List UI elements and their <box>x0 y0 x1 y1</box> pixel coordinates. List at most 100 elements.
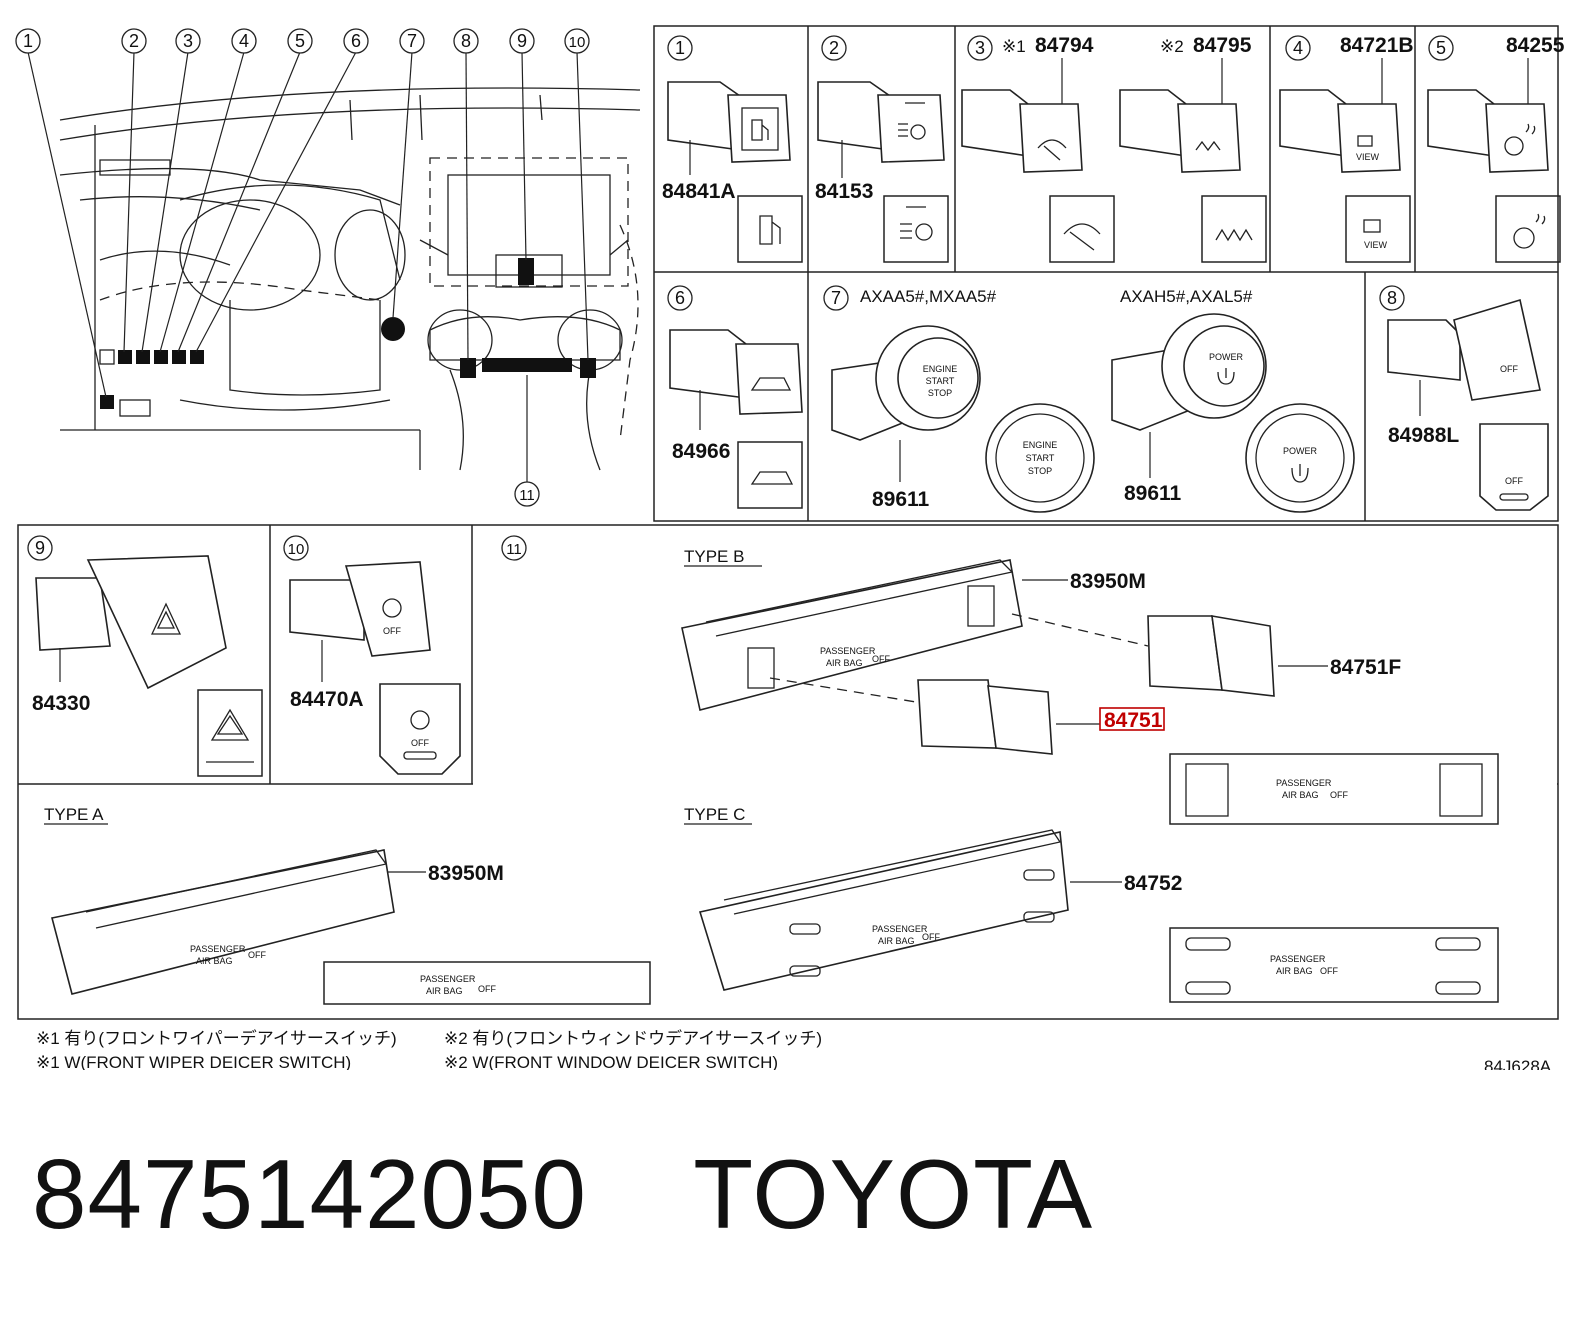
svg-text:OFF: OFF <box>872 654 890 664</box>
part-83950M-type-a[interactable]: 83950M <box>428 862 504 885</box>
svg-text:OFF: OFF <box>1505 476 1523 486</box>
svg-text:AXAA5#,MXAA5#: AXAA5#,MXAA5# <box>860 287 997 306</box>
svg-text:5: 5 <box>295 31 305 51</box>
svg-text:3: 3 <box>183 31 193 51</box>
svg-text:9: 9 <box>517 31 527 51</box>
part-84988L[interactable]: 84988L <box>1388 424 1459 447</box>
part-84751-highlighted[interactable]: 84751 <box>1104 709 1163 732</box>
part-89611-a[interactable]: 89611 <box>872 488 930 511</box>
panel-2: 2 84153 <box>815 35 949 263</box>
svg-text:OFF: OFF <box>248 950 266 960</box>
svg-text:PASSENGER: PASSENGER <box>872 924 928 934</box>
part-84794[interactable]: 84794 <box>1035 34 1094 57</box>
svg-text:STOP: STOP <box>1028 466 1052 476</box>
svg-text:10: 10 <box>569 34 586 51</box>
callout-2: 2 <box>121 28 147 54</box>
highlight-box <box>1099 707 1165 731</box>
panel-11: 11 TYPE B PASSENGER AIR BAG OFF 83950M 8… <box>501 535 1499 1003</box>
panel-10: 10 OFF 84470A OFF <box>283 535 461 775</box>
svg-text:10: 10 <box>288 541 305 558</box>
svg-text:OFF: OFF <box>1320 966 1338 976</box>
panel-4: 4 84721B VIEW VIEW <box>1279 34 1414 263</box>
svg-text:STOP: STOP <box>928 388 952 398</box>
svg-text:VIEW: VIEW <box>1356 152 1380 162</box>
callout-9: 9 <box>509 28 535 54</box>
part-84470A[interactable]: 84470A <box>290 688 364 711</box>
panel-7: 7 AXAA5#,MXAA5# AXAH5#,AXAL5# ENGINE STA… <box>823 285 1355 513</box>
svg-text:3: 3 <box>975 38 985 58</box>
svg-text:AIR BAG: AIR BAG <box>196 956 233 966</box>
svg-text:OFF: OFF <box>922 932 940 942</box>
svg-text:OFF: OFF <box>478 984 496 994</box>
part-84751F[interactable]: 84751F <box>1330 656 1401 679</box>
part-84153[interactable]: 84153 <box>815 180 873 203</box>
type-a-heading: TYPE A <box>44 805 104 824</box>
svg-text:OFF: OFF <box>383 626 401 636</box>
footnote-2-en: ※2 W(FRONT WINDOW DEICER SWITCH) <box>444 1053 778 1070</box>
svg-text:OFF: OFF <box>1500 364 1518 374</box>
part-84330[interactable]: 84330 <box>32 692 90 715</box>
svg-text:OFF: OFF <box>411 738 429 748</box>
svg-text:AIR BAG: AIR BAG <box>1276 966 1313 976</box>
panel-6: 6 84966 <box>667 285 803 509</box>
svg-text:AIR BAG: AIR BAG <box>426 986 463 996</box>
svg-text:PASSENGER: PASSENGER <box>190 944 246 954</box>
part-84721B[interactable]: 84721B <box>1340 34 1414 57</box>
part-number: 8475142050 <box>32 1139 588 1249</box>
svg-text:8: 8 <box>1387 288 1397 308</box>
svg-text:PASSENGER: PASSENGER <box>1270 954 1326 964</box>
svg-text:POWER: POWER <box>1283 446 1318 456</box>
callout-8: 8 <box>453 28 479 54</box>
part-title: 8475142050 TOYOTA <box>32 1138 1093 1251</box>
type-c-heading: TYPE C <box>684 805 745 824</box>
footnote-1-en: ※1 W(FRONT WIPER DEICER SWITCH) <box>36 1053 351 1070</box>
svg-text:VIEW: VIEW <box>1364 240 1388 250</box>
brand-name: TOYOTA <box>693 1139 1094 1249</box>
part-84752[interactable]: 84752 <box>1124 872 1182 895</box>
callout-4: 4 <box>231 28 257 54</box>
panel-9: 9 84330 <box>27 535 263 777</box>
panel-1: 1 84841A <box>662 35 803 263</box>
svg-text:AIR BAG: AIR BAG <box>878 936 915 946</box>
callout-7: 7 <box>399 28 425 54</box>
svg-text:11: 11 <box>506 541 522 558</box>
callout-6: 6 <box>343 28 369 54</box>
panel-grid-top <box>653 25 1559 522</box>
svg-text:6: 6 <box>675 288 685 308</box>
svg-text:OFF: OFF <box>1330 790 1348 800</box>
part-89611-b[interactable]: 89611 <box>1124 482 1182 505</box>
part-84795[interactable]: 84795 <box>1193 34 1252 57</box>
svg-text:7: 7 <box>831 288 841 308</box>
type-a-section: TYPE A PASSENGER AIR BAG OFF 83950M PASS… <box>44 805 651 1005</box>
part-84255[interactable]: 84255 <box>1506 34 1565 57</box>
svg-text:POWER: POWER <box>1209 352 1244 362</box>
svg-text:5: 5 <box>1436 38 1446 58</box>
panel-grid-bottom <box>17 524 1559 1020</box>
svg-text:9: 9 <box>35 538 45 558</box>
svg-text:AIR BAG: AIR BAG <box>826 658 863 668</box>
svg-text:8: 8 <box>461 31 471 51</box>
callout-11: 11 <box>514 481 540 507</box>
part-83950M-type-b[interactable]: 83950M <box>1070 570 1146 593</box>
footnote-1-jp: ※1 有り(フロントワイパーデアイサースイッチ) <box>36 1028 397 1048</box>
type-b-heading: TYPE B <box>684 547 744 566</box>
svg-text:ENGINE: ENGINE <box>1023 440 1058 450</box>
panel-8: 8 OFF 84988L OFF <box>1379 285 1549 511</box>
part-84841A[interactable]: 84841A <box>662 180 736 203</box>
svg-text:START: START <box>926 376 955 386</box>
svg-text:6: 6 <box>351 31 361 51</box>
svg-text:PASSENGER: PASSENGER <box>420 974 476 984</box>
callout-5: 5 <box>287 28 313 54</box>
svg-text:4: 4 <box>239 31 249 51</box>
svg-text:PASSENGER: PASSENGER <box>1276 778 1332 788</box>
svg-text:※2: ※2 <box>1160 37 1184 56</box>
svg-text:AIR BAG: AIR BAG <box>1282 790 1319 800</box>
svg-text:2: 2 <box>129 31 139 51</box>
panel-3: 3 ※1 84794 ※2 84795 <box>961 34 1267 263</box>
svg-text:AXAH5#,AXAL5#: AXAH5#,AXAL5# <box>1120 287 1253 306</box>
dashboard-overview: 1 2 3 4 5 6 7 8 9 10 11 <box>15 28 641 507</box>
svg-text:ENGINE: ENGINE <box>923 364 958 374</box>
callout-3: 3 <box>175 28 201 54</box>
part-84966[interactable]: 84966 <box>672 440 730 463</box>
callout-10: 10 <box>564 28 590 54</box>
